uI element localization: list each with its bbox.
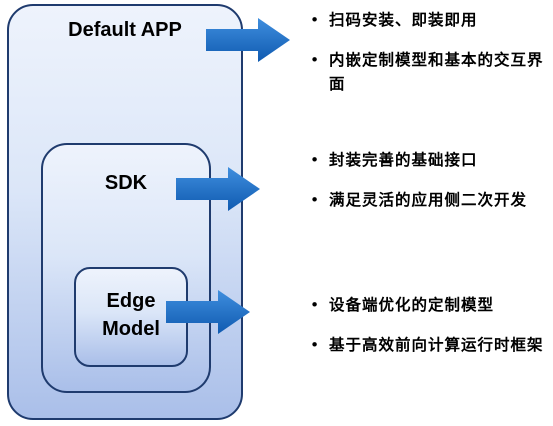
arrow-right-icon (206, 18, 290, 62)
sdk-feature-item: 封装完善的基础接口 (310, 148, 550, 172)
model-feature-item: 基于高效前向计算运行时框架 (310, 333, 550, 357)
arrow-right-icon (166, 290, 250, 334)
sdk-feature-item: 满足灵活的应用侧二次开发 (310, 188, 550, 212)
sdk-features-list: 封装完善的基础接口 满足灵活的应用侧二次开发 (310, 148, 550, 228)
model-features-list: 设备端优化的定制模型 基于高效前向计算运行时框架 (310, 293, 550, 373)
app-feature-item: 内嵌定制模型和基本的交互界面 (310, 48, 550, 96)
model-feature-item: 设备端优化的定制模型 (310, 293, 550, 317)
default-app-title: Default APP (68, 19, 182, 41)
app-feature-item: 扫码安装、即装即用 (310, 8, 550, 32)
edge-model-title: Edge Model (102, 290, 160, 340)
edge-model-layer: Edge Model (74, 267, 188, 367)
app-features-list: 扫码安装、即装即用 内嵌定制模型和基本的交互界面 (310, 8, 550, 112)
sdk-title: SDK (104, 172, 148, 194)
arrow-right-icon (176, 167, 260, 211)
